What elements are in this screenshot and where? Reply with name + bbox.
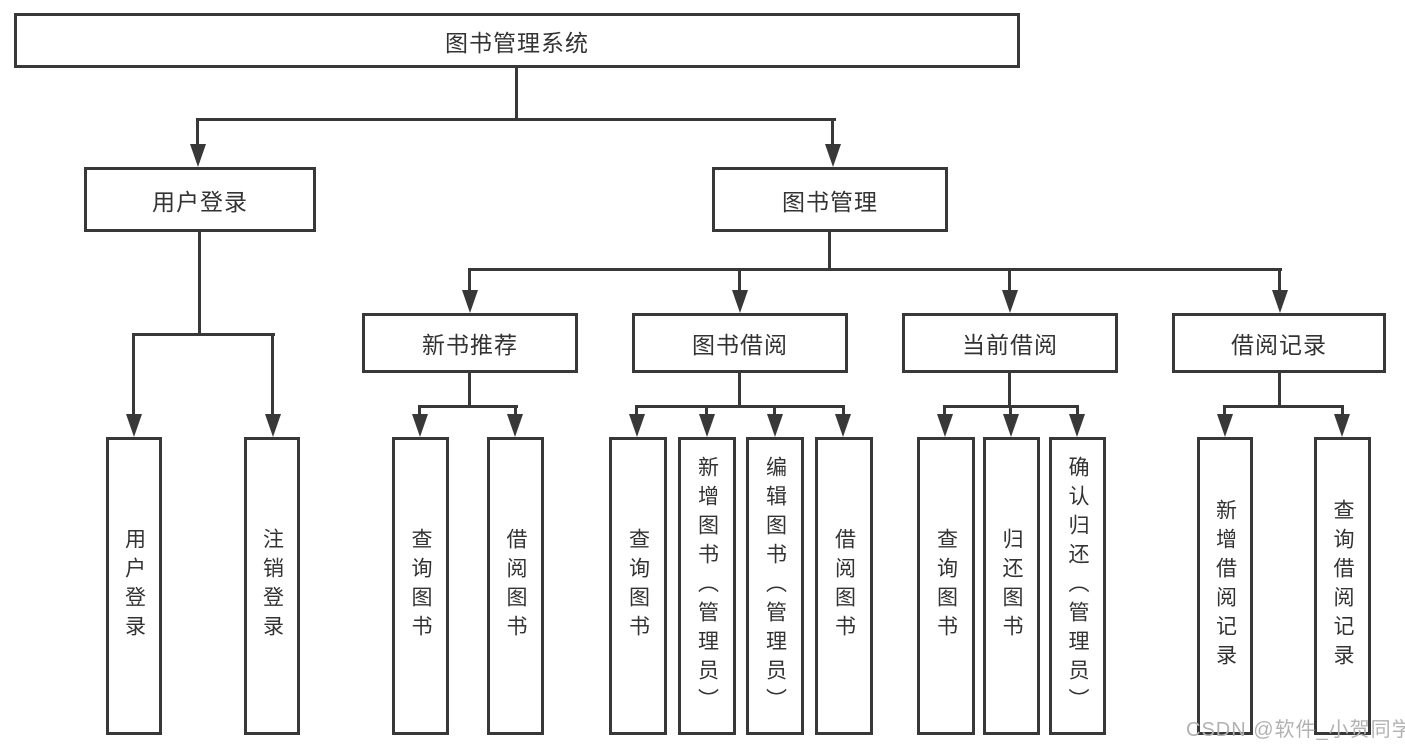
connector-line <box>515 68 518 120</box>
node-borrow-records: 借阅记录 <box>1172 313 1386 373</box>
node-label: 编辑图书（管理员） <box>763 455 787 717</box>
connector-line <box>773 405 776 419</box>
connector-line <box>1223 405 1344 408</box>
node-new-book-recommend: 新书推荐 <box>362 313 578 373</box>
node-label: 图书管理系统 <box>445 29 589 56</box>
connector-line <box>196 118 199 146</box>
arrowhead-down-icon <box>1334 414 1350 437</box>
arrowhead-down-icon <box>462 290 478 313</box>
node-label: 查询图书 <box>626 528 650 644</box>
connector-line <box>635 405 845 408</box>
arrowhead-down-icon <box>1217 414 1233 437</box>
node-label: 借阅图书 <box>832 528 856 644</box>
leaf-logout: 注销登录 <box>244 437 300 735</box>
node-label: 新书推荐 <box>422 332 518 358</box>
leaf-user-login: 用户登录 <box>106 437 162 735</box>
leaf-current-return-books: 归还图书 <box>983 437 1040 735</box>
connector-line <box>943 405 946 419</box>
leaf-borrow-edit-books-admin: 编辑图书（管理员） <box>746 437 804 735</box>
connector-line <box>1341 405 1344 419</box>
leaf-current-confirm-return-admin: 确认归还（管理员） <box>1049 437 1106 735</box>
connector-line <box>1076 405 1079 419</box>
csdn-watermark: CSDN @软件_小贺同学 <box>1186 719 1405 741</box>
node-user-login: 用户登录 <box>84 167 316 232</box>
connector-line <box>418 405 421 419</box>
connector-line <box>705 405 708 419</box>
arrowhead-down-icon <box>1069 414 1085 437</box>
arrowhead-down-icon <box>1002 290 1018 313</box>
connector-line <box>514 405 517 419</box>
arrowhead-down-icon <box>767 414 783 437</box>
connector-line <box>132 333 275 336</box>
connector-line <box>1223 405 1226 419</box>
connector-line <box>198 232 201 335</box>
node-root-library-system: 图书管理系统 <box>14 13 1020 68</box>
node-label: 图书借阅 <box>692 332 788 358</box>
arrowhead-down-icon <box>629 414 645 437</box>
connector-line <box>831 118 834 146</box>
connector-line <box>271 333 274 416</box>
leaf-records-add-record: 新增借阅记录 <box>1197 437 1253 735</box>
node-label: 用户登录 <box>122 528 146 644</box>
arrowhead-down-icon <box>126 414 142 437</box>
arrowhead-down-icon <box>507 414 523 437</box>
arrowhead-down-icon <box>412 414 428 437</box>
node-current-borrowing: 当前借阅 <box>902 313 1118 373</box>
arrowhead-down-icon <box>190 144 206 167</box>
arrowhead-down-icon <box>835 414 851 437</box>
connector-line <box>738 373 741 408</box>
arrowhead-down-icon <box>1272 290 1288 313</box>
node-label: 归还图书 <box>1000 528 1023 644</box>
leaf-current-query-books: 查询图书 <box>917 437 975 735</box>
arrowhead-down-icon <box>825 144 841 167</box>
arrowhead-down-icon <box>937 414 953 437</box>
connector-line <box>828 232 831 270</box>
node-label: 用户登录 <box>152 188 248 215</box>
node-book-management: 图书管理 <box>712 167 948 232</box>
connector-line <box>468 268 1282 271</box>
connector-line <box>842 405 845 419</box>
connector-line <box>468 373 471 408</box>
arrowhead-down-icon <box>732 290 748 313</box>
arrowhead-down-icon <box>265 414 281 437</box>
connector-line <box>132 333 135 416</box>
connector-line <box>1008 373 1011 408</box>
connector-line <box>196 118 836 121</box>
node-label: 借阅图书 <box>504 528 527 644</box>
node-label: 注销登录 <box>260 528 284 644</box>
leaf-borrow-add-books-admin: 新增图书（管理员） <box>678 437 736 735</box>
node-label: 查询图书 <box>934 528 958 644</box>
arrowhead-down-icon <box>1003 414 1019 437</box>
leaf-newbook-borrow-books: 借阅图书 <box>487 437 544 735</box>
arrowhead-down-icon <box>699 414 715 437</box>
connector-line <box>468 268 471 294</box>
connector-line <box>418 405 518 408</box>
connector-line <box>738 268 741 294</box>
connector-line <box>1009 405 1012 419</box>
connector-line <box>1008 268 1011 294</box>
leaf-records-query-record: 查询借阅记录 <box>1314 437 1371 735</box>
leaf-borrow-query-books: 查询图书 <box>609 437 667 735</box>
connector-line <box>635 405 638 419</box>
node-label: 借阅记录 <box>1231 332 1327 358</box>
node-label: 确认归还（管理员） <box>1066 455 1089 717</box>
node-label: 新增借阅记录 <box>1213 499 1237 673</box>
leaf-newbook-query-books: 查询图书 <box>392 437 449 735</box>
node-book-borrowing: 图书借阅 <box>632 313 848 373</box>
connector-line <box>1278 373 1281 408</box>
node-label: 当前借阅 <box>962 332 1058 358</box>
leaf-borrow-borrow-books: 借阅图书 <box>815 437 873 735</box>
node-label: 查询图书 <box>409 528 432 644</box>
node-label: 图书管理 <box>782 188 878 215</box>
node-label: 查询借阅记录 <box>1331 499 1354 673</box>
connector-line <box>1278 268 1281 294</box>
node-label: 新增图书（管理员） <box>695 455 719 717</box>
